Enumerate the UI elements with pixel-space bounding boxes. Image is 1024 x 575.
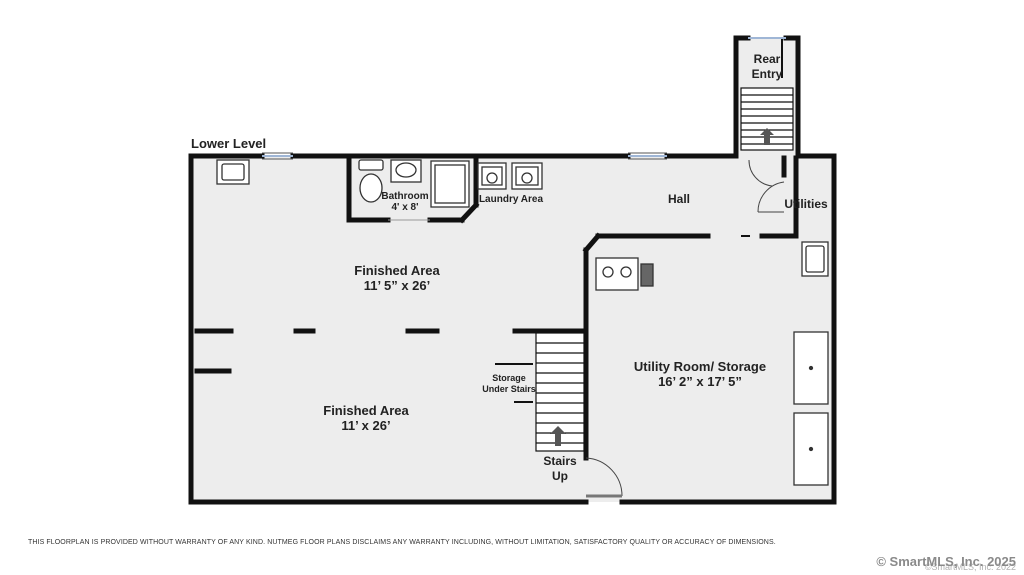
label-utilities: Utilities (784, 197, 828, 211)
label-bathroom-dims: 4' x 8' (392, 202, 419, 213)
rear-entry-stairs (740, 87, 794, 151)
labels: Lower Level Rear Entry Bathroom 4' x 8' … (191, 52, 828, 483)
label-finished-area-2-dims: 11’ x 26’ (341, 418, 390, 433)
label-rear-entry-1: Rear (754, 52, 781, 66)
watermark-text: ©SmartMLS, Inc. 2022 (924, 562, 1016, 572)
copyright-text: © SmartMLS, Inc. 2025 (876, 554, 1016, 569)
main-stairs-arrow-icon (550, 426, 566, 446)
windows (262, 37, 786, 157)
dryer-icon (511, 162, 543, 190)
label-laundry: Laundry Area (479, 194, 544, 205)
label-finished-area-1-dims: 11’ 5” x 26’ (364, 278, 431, 293)
label-finished-area-1: Finished Area (354, 263, 440, 278)
storage-cabinet-icon (793, 331, 829, 486)
walls (188, 35, 837, 505)
utility-sink-icon (801, 241, 829, 277)
bath-sink-icon (390, 159, 422, 183)
disclaimer-text: THIS FLOORPLAN IS PROVIDED WITHOUT WARRA… (28, 539, 776, 546)
thin-walls (495, 38, 783, 403)
fixtures (216, 159, 829, 486)
label-storage-under-stairs-2: Under Stairs (482, 384, 536, 394)
furnace-icon (595, 257, 654, 291)
label-utility-room: Utility Room/ Storage (634, 359, 766, 374)
plan-title: Lower Level (191, 136, 266, 151)
label-finished-area-2: Finished Area (323, 403, 409, 418)
doors (388, 159, 785, 498)
label-utility-room-dims: 16’ 2” x 17’ 5” (658, 374, 742, 389)
label-rear-entry-2: Entry (752, 67, 783, 81)
label-storage-under-stairs: Storage (492, 373, 526, 383)
label-bathroom: Bathroom (381, 191, 428, 202)
label-hall: Hall (668, 192, 690, 206)
toilet-icon (358, 159, 384, 203)
label-stairs: Stairs (543, 454, 577, 468)
label-stairs-up: Up (552, 469, 568, 483)
rear-stairs-arrow-icon (760, 128, 774, 145)
shower-icon (430, 160, 470, 208)
washer-icon (477, 162, 507, 190)
